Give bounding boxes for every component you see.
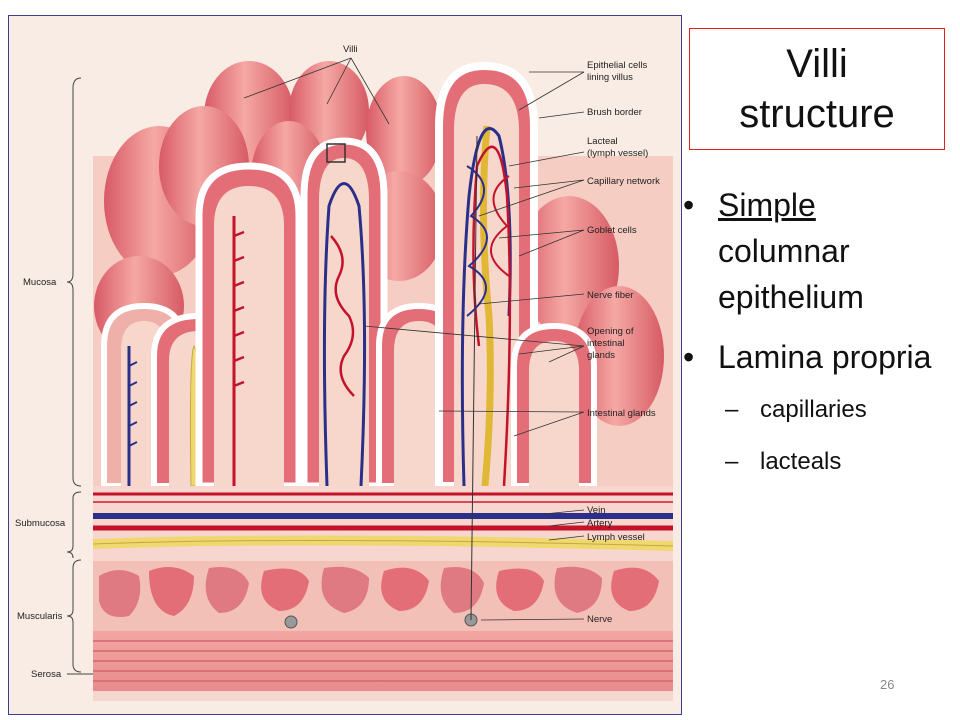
label-lining-villus: lining villus bbox=[587, 72, 633, 83]
sub-bullet-dash: – bbox=[725, 448, 739, 475]
title-line-2: structure bbox=[739, 92, 895, 136]
bullet-list: • Simple columnar epithelium • Lamina pr… bbox=[683, 182, 953, 498]
title-line-1: Villi bbox=[786, 42, 848, 86]
label-lymph-vessel: Lymph vessel bbox=[587, 532, 645, 543]
layer-brackets bbox=[66, 77, 93, 675]
bullet-simple-columnar: • Simple columnar epithelium bbox=[683, 182, 953, 320]
label-nerve-fiber: Nerve fiber bbox=[587, 290, 633, 301]
label-nerve: Nerve bbox=[587, 614, 612, 625]
submucosa-layer bbox=[92, 486, 674, 561]
label-capillary-network: Capillary network bbox=[587, 176, 660, 187]
serosa-layer bbox=[93, 691, 673, 701]
villus-right bbox=[435, 61, 538, 490]
label-goblet-cells: Goblet cells bbox=[587, 225, 637, 236]
sub-bullet-lacteals: – lacteals bbox=[683, 446, 953, 478]
villi-diagram: Villi Epithelial cells lining villus Bru… bbox=[8, 15, 682, 715]
label-glands: glands bbox=[587, 350, 615, 361]
sub-bullet-text: capillaries bbox=[760, 396, 867, 423]
label-lymph-vessel-lacteal: (lymph vessel) bbox=[587, 148, 648, 159]
leader-lines bbox=[243, 57, 585, 621]
label-intestinal: intestinal bbox=[587, 338, 625, 349]
label-serosa: Serosa bbox=[31, 669, 62, 680]
label-opening-of: Opening of bbox=[587, 326, 634, 337]
label-muscularis: Muscularis bbox=[17, 611, 63, 622]
nerve-fiber-line bbox=[470, 135, 478, 621]
bullet-lamina-propria: • Lamina propria bbox=[683, 334, 953, 380]
slide-title: Villi structure bbox=[690, 39, 944, 139]
label-brush-border: Brush border bbox=[587, 107, 642, 118]
bullet-text: Lamina propria bbox=[718, 339, 932, 375]
sub-bullet-capillaries: – capillaries bbox=[683, 394, 953, 426]
villus-far-right bbox=[511, 322, 597, 489]
villus-3 bbox=[195, 162, 303, 490]
bullet-dot: • bbox=[683, 187, 695, 223]
sub-bullet-dash: – bbox=[725, 396, 739, 423]
label-villi: Villi bbox=[343, 44, 358, 55]
label-submucosa: Submucosa bbox=[15, 518, 66, 529]
villi-illustration: Villi Epithelial cells lining villus Bru… bbox=[15, 44, 674, 701]
label-mucosa: Mucosa bbox=[23, 277, 57, 288]
label-epithelial-cells: Epithelial cells bbox=[587, 60, 647, 71]
bullet-underlined-word: Simple bbox=[718, 187, 816, 223]
villus-center bbox=[300, 137, 388, 490]
label-lacteal: Lacteal bbox=[587, 136, 618, 147]
label-intestinal-glands: Intestinal glands bbox=[587, 408, 656, 419]
title-box: Villi structure bbox=[689, 28, 945, 150]
page-number: 26 bbox=[880, 677, 895, 692]
sub-bullet-text: lacteals bbox=[760, 448, 842, 475]
bullet-dot: • bbox=[683, 339, 695, 375]
muscularis-layer bbox=[93, 561, 673, 691]
label-artery: Artery bbox=[587, 518, 613, 529]
bullet-text-rest: columnar epithelium bbox=[718, 233, 864, 315]
label-vein: Vein bbox=[587, 505, 606, 516]
